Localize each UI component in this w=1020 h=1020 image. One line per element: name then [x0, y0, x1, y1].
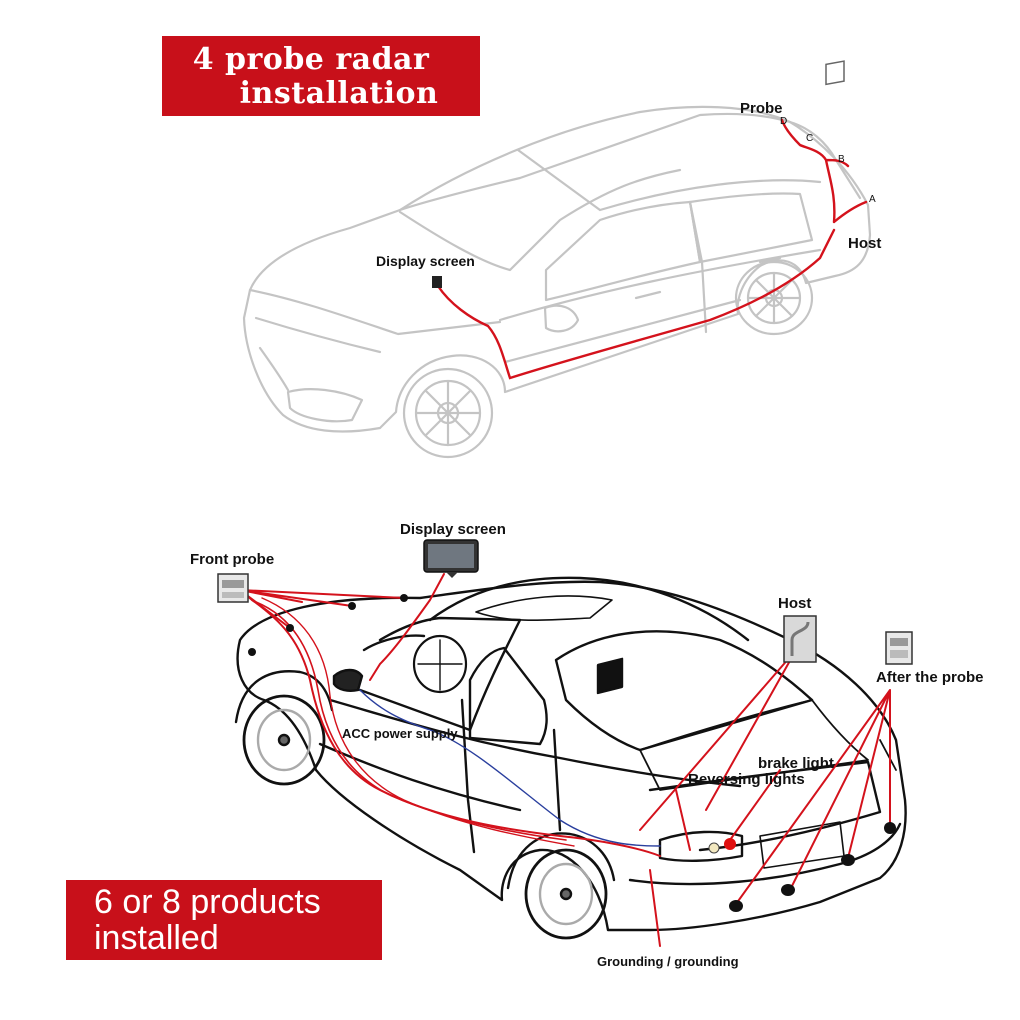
- top-car-handle-front: [634, 290, 662, 300]
- bottom-wire-front-probes: [239, 589, 405, 629]
- taillight-red-lamp: [724, 838, 736, 850]
- top-labels: Probe Display screen Host: [376, 100, 881, 269]
- top-label-display-screen: Display screen: [376, 253, 475, 269]
- bottom-car-rear-glass: [639, 699, 869, 791]
- top-title-line1: 4 probe radar: [192, 42, 430, 77]
- host-box-icon: [783, 615, 817, 663]
- top-car-headlight: [286, 388, 364, 423]
- bottom-car-rear-bumper: [628, 822, 902, 886]
- bottom-car-roof: [428, 576, 750, 642]
- label-brake-light: brake light: [758, 755, 834, 772]
- bottom-car-rear-arch: [506, 832, 616, 890]
- bottom-car-license-area: [759, 821, 845, 869]
- bottom-probe-dots: [248, 594, 896, 912]
- top-car-roof: [398, 112, 792, 212]
- bottom-car-door-rear: [552, 728, 562, 832]
- probe-letter-a: A: [869, 194, 876, 205]
- bottom-car-sunroof: [475, 595, 613, 622]
- bottom-wire-brake: [729, 769, 781, 841]
- bottom-car-front-window: [468, 646, 548, 746]
- top-display-unit: [432, 276, 442, 288]
- top-car-hood: [248, 288, 502, 336]
- front-sensor-dot: [348, 602, 356, 610]
- rear-sensor-dot: [884, 822, 896, 834]
- bottom-car-fuel-cap: [596, 657, 624, 695]
- top-car-roofline: [516, 148, 822, 212]
- bottom-title-line2: installed: [94, 919, 219, 957]
- bottom-wire-host-link: [639, 649, 797, 831]
- front-probe-icon: [217, 573, 249, 603]
- top-label-host: Host: [848, 235, 881, 252]
- label-host: Host: [778, 595, 811, 612]
- bottom-car-steering-wheel: [412, 634, 468, 694]
- bottom-car-taillight: [658, 830, 744, 862]
- rear-sensor-dot: [781, 884, 795, 896]
- bottom-car-belt-line: [328, 698, 742, 788]
- front-sensor-dot: [248, 648, 256, 656]
- bottom-car-front-arch: [234, 670, 334, 724]
- bottom-car-body: [236, 580, 907, 932]
- top-car-front-window: [544, 200, 702, 302]
- bottom-car-illustration: [234, 576, 907, 940]
- top-title-line2: installation: [239, 76, 439, 111]
- probe-letter-d: D: [780, 116, 787, 127]
- top-car-mirror: [543, 304, 580, 333]
- top-car-handle-rear: [758, 256, 782, 264]
- probe-letter-c: C: [806, 133, 813, 144]
- bottom-title-line1: 6 or 8 products: [94, 883, 321, 921]
- rear-sensor-dot: [841, 854, 855, 866]
- bottom-title-banner: 6 or 8 products installed: [66, 880, 382, 960]
- bottom-wire-rear-probes: [735, 689, 891, 905]
- top-car-rear-wheel: [734, 260, 814, 336]
- top-car-rear-window: [688, 192, 814, 264]
- label-reversing-lights: Reversing lights: [688, 771, 805, 788]
- front-sensor-dot: [286, 624, 294, 632]
- rear-sensor-dot: [729, 900, 743, 912]
- bottom-car-dashboard: [362, 634, 426, 652]
- bottom-wire-reverse: [675, 789, 691, 851]
- top-car-front-wheel: [402, 367, 494, 459]
- top-car-hood-edge: [254, 316, 382, 354]
- top-probe-letters: D C B A: [780, 116, 876, 205]
- top-car-belt-line: [498, 248, 822, 322]
- top-host-box: [825, 60, 845, 86]
- after-probe-icon: [885, 631, 913, 665]
- label-grounding: Grounding / grounding: [597, 954, 739, 969]
- top-car-windshield: [398, 168, 682, 272]
- bottom-wire-blue: [359, 689, 661, 847]
- label-display-screen: Display screen: [400, 521, 506, 538]
- probe-letter-b: B: [838, 154, 845, 165]
- bottom-car-front-wheel: [242, 694, 326, 786]
- bottom-labels: Front probe Display screen Host After th…: [190, 521, 984, 969]
- bottom-wire-grounding: [649, 869, 661, 947]
- bottom-car-windshield: [358, 616, 522, 732]
- top-car-grille: [258, 346, 290, 392]
- top-wire-main: [436, 228, 836, 380]
- bottom-wire-display-feed: [369, 573, 445, 681]
- top-label-probe: Probe: [740, 100, 783, 117]
- display-screen-icon: [423, 539, 479, 578]
- top-car-illustration: [242, 105, 872, 459]
- bottom-car-rear-wheel: [524, 848, 608, 940]
- top-car-body: [242, 105, 872, 433]
- top-title-banner: 4 probe radar installation: [162, 36, 480, 116]
- front-sensor-dot: [400, 594, 408, 602]
- bottom-components: [217, 539, 913, 665]
- top-wire-probes: [780, 118, 868, 224]
- bottom-car-rear-window: [554, 630, 814, 752]
- bottom-wiring: [239, 573, 891, 947]
- label-front-probe: Front probe: [190, 551, 274, 568]
- bottom-car-door-front: [460, 698, 476, 854]
- top-components: [432, 60, 845, 288]
- label-acc-power: ACC power supply: [342, 726, 458, 741]
- label-after-probe: After the probe: [876, 669, 984, 686]
- bottom-car-mirror: [332, 668, 364, 692]
- top-car-door-sill: [503, 298, 742, 364]
- top-wiring: [436, 118, 868, 380]
